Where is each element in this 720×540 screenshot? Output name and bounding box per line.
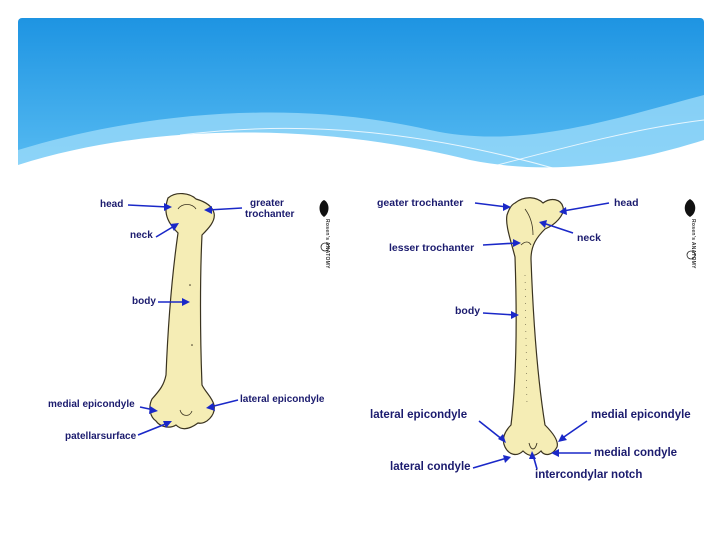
left-publisher-text: Rosen's ANATOMY — [324, 219, 330, 269]
arrowhead — [206, 403, 215, 411]
mark-circle — [686, 250, 696, 260]
label-intercondylar-notch: intercondylar notch — [535, 469, 643, 481]
arrowhead — [513, 239, 521, 247]
arrowhead — [149, 406, 158, 414]
right-neck-detail — [524, 208, 534, 236]
label-greater-trochanter-2: trochanter — [245, 209, 295, 220]
arrow-head — [127, 204, 169, 208]
arrow-medial-epicondyle — [560, 420, 588, 440]
arrowhead — [558, 434, 567, 442]
right-publisher-text: Rosen's ANATOMY — [690, 219, 696, 269]
arrowhead — [164, 203, 172, 211]
right-publisher-mark — [684, 199, 696, 260]
left-arrows — [127, 203, 243, 436]
label-medial-condyle: medial condyle — [594, 447, 678, 459]
arrow-patellar-surface — [137, 422, 169, 436]
wave-line-1 — [179, 127, 561, 171]
label-body: body — [455, 305, 481, 317]
label-greater-trochanter: geater trochanter — [377, 197, 464, 209]
arrowhead — [204, 206, 212, 214]
arrowhead — [503, 455, 511, 463]
arrow-lesser-trochanter — [482, 242, 518, 246]
right-trochanter-detail — [520, 241, 532, 246]
arrowhead — [170, 223, 179, 231]
label-lateral-epicondyle: lateral epicondyle — [240, 394, 325, 405]
label-body: body — [132, 296, 156, 307]
arrow-neck — [542, 222, 574, 234]
left-patella-detail — [179, 409, 193, 416]
wave-banner — [18, 18, 705, 200]
wave-white — [18, 132, 704, 200]
label-greater-trochanter-1: greater — [250, 198, 284, 209]
right-arrows — [472, 202, 610, 470]
arrowhead — [551, 449, 559, 457]
arrow-greater-trochanter — [207, 207, 243, 211]
arrow-greater-trochanter — [474, 202, 508, 208]
label-neck: neck — [577, 232, 601, 244]
label-neck: neck — [130, 230, 153, 241]
left-shaft-dot — [191, 344, 193, 346]
label-lateral-epicondyle: lateral epicondyle — [370, 409, 468, 421]
left-head-detail — [177, 204, 197, 210]
arrow-lateral-epicondyle — [478, 420, 504, 441]
mark-silhouette — [684, 199, 696, 217]
mark-circle — [320, 242, 330, 252]
label-medial-epicondyle: medial epicondyle — [591, 409, 691, 421]
arrow-lateral-epicondyle — [209, 399, 239, 408]
arrowhead — [498, 434, 506, 443]
left-femur-bone — [149, 193, 215, 430]
label-patellar-surface: patellarsurface — [65, 431, 137, 442]
arrowhead — [163, 421, 172, 428]
left-figure-panel: head greater trochanter neck body latera… — [40, 185, 340, 460]
arrowhead — [559, 207, 567, 215]
label-lesser-trochanter: lesser trochanter — [389, 242, 475, 254]
label-medial-epicondyle: medial epicondyle — [48, 399, 135, 410]
label-lateral-condyle: lateral condyle — [390, 461, 471, 473]
left-shaft-dot — [189, 284, 191, 286]
arrowhead — [503, 203, 511, 211]
arrow-body — [482, 312, 516, 316]
arrowhead — [539, 220, 547, 228]
arrow-lateral-condyle — [472, 457, 508, 469]
right-linea-aspera — [524, 274, 528, 406]
right-femur-bone — [502, 197, 564, 457]
wave-line-2 — [419, 119, 705, 186]
left-femur-drawing — [127, 193, 330, 436]
right-femur-drawing — [472, 197, 696, 470]
right-figure-panel: geater trochanter head neck lesser troch… — [365, 185, 705, 485]
left-publisher-mark — [319, 200, 330, 252]
arrowhead — [182, 298, 190, 306]
right-notch-detail — [528, 442, 538, 450]
arrow-head — [562, 202, 610, 212]
arrowhead — [511, 311, 519, 319]
arrowhead — [529, 451, 536, 459]
label-head: head — [614, 197, 639, 209]
label-head: head — [100, 199, 124, 210]
mark-silhouette — [319, 200, 329, 217]
